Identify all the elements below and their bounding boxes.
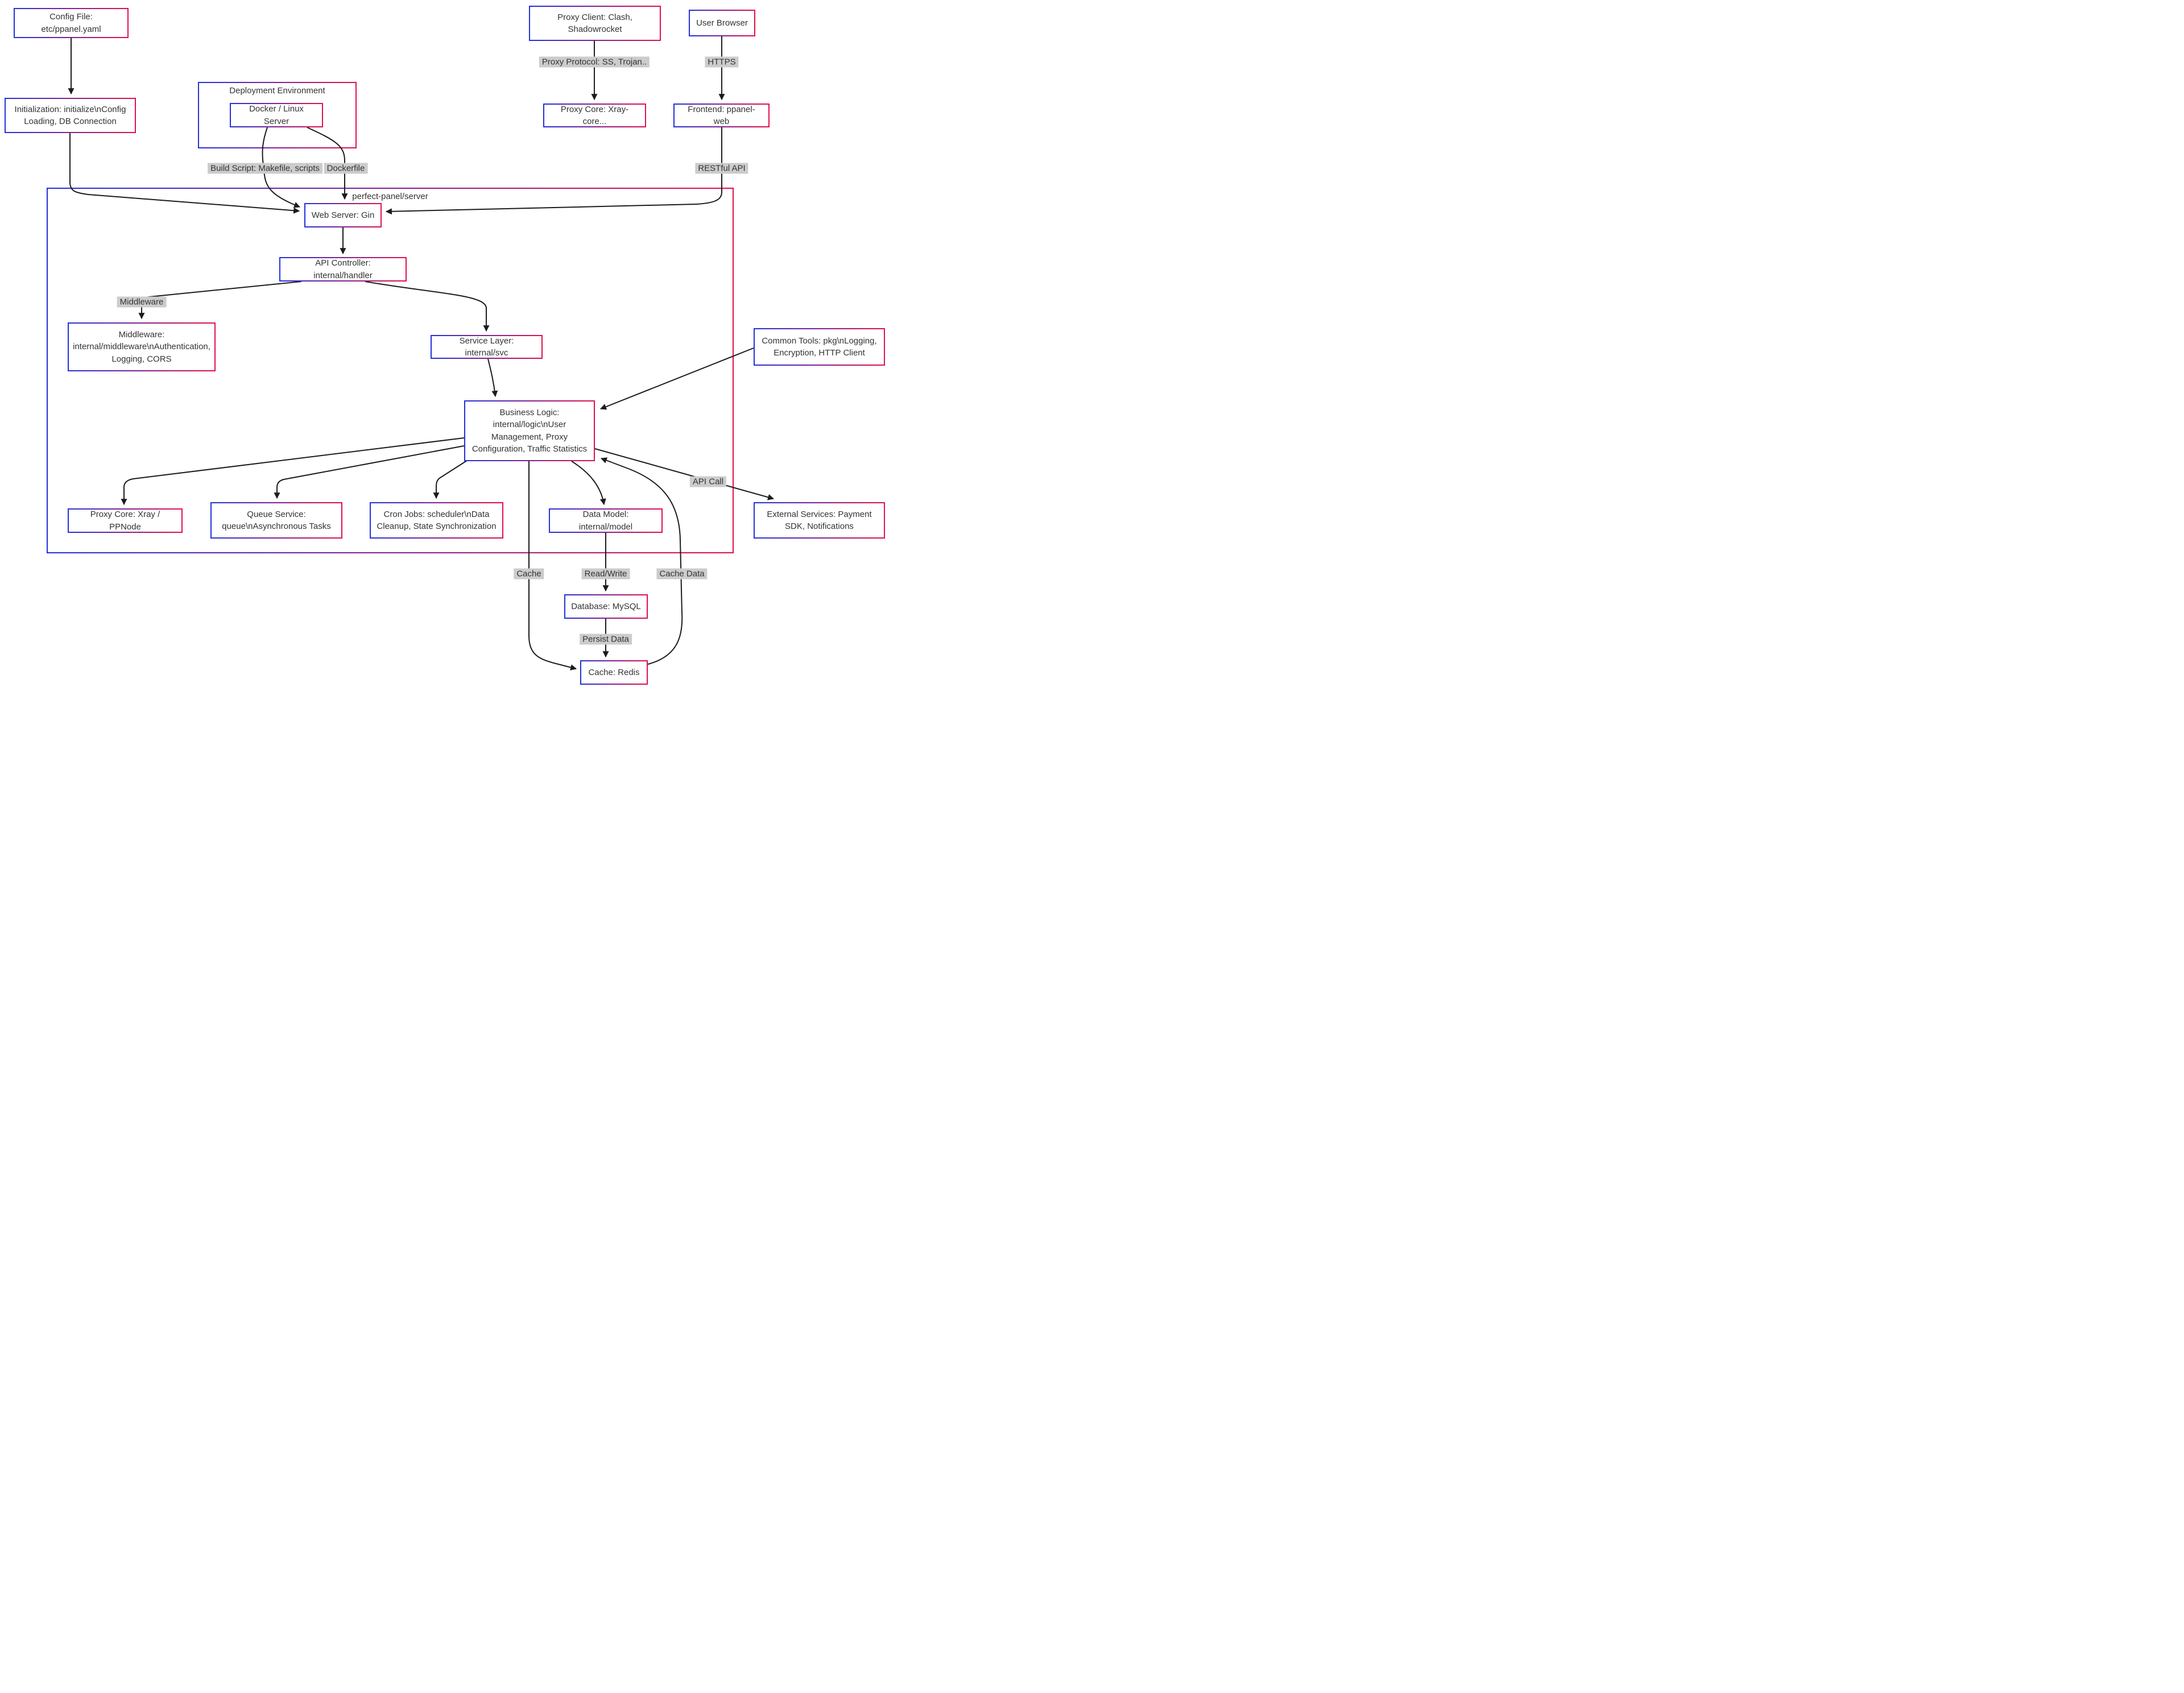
node-data-model-label: Data Model: internal/model bbox=[578, 510, 633, 532]
node-cache-redis-label: Cache: Redis bbox=[588, 667, 640, 677]
node-docker-linux-server: Docker / Linux Server bbox=[230, 103, 323, 127]
edge-docker-buildscript-to-webserver bbox=[262, 127, 301, 208]
edge-label-https: HTTPS bbox=[705, 56, 739, 68]
node-initialization: Initialization: initialize\nConfig Loadi… bbox=[5, 98, 136, 133]
node-docker-linux-server-label: Docker / Linux Server bbox=[249, 104, 304, 126]
node-proxy-core-xray: Proxy Core: Xray-core... bbox=[543, 104, 646, 127]
node-common-tools: Common Tools: pkg\nLogging, Encryption, … bbox=[754, 328, 885, 366]
node-service-layer: Service Layer: internal/svc bbox=[431, 335, 543, 359]
container-deployment-environment: Deployment Environment bbox=[198, 82, 357, 148]
node-proxy-core-xray-label: Proxy Core: Xray-core... bbox=[560, 104, 629, 126]
node-middleware: Middleware: internal/middleware\nAuthent… bbox=[68, 322, 216, 371]
edge-label-persist-data: Persist Data bbox=[580, 634, 632, 645]
node-middleware-label: Middleware: internal/middleware\nAuthent… bbox=[73, 330, 210, 364]
edge-businesslogic-to-queueservice bbox=[274, 445, 465, 499]
edge-businesslogic-to-cronjobs bbox=[433, 459, 469, 499]
edge-label-read-write: Read/Write bbox=[581, 568, 630, 579]
edge-businesslogic-to-proxycorenode bbox=[121, 437, 465, 506]
node-queue-service: Queue Service: queue\nAsynchronous Tasks bbox=[210, 502, 342, 539]
node-database-mysql-label: Database: MySQL bbox=[571, 601, 641, 611]
edge-apicontroller-to-servicelayer bbox=[365, 281, 490, 332]
architecture-diagram: Deployment Environment perfect-panel/ser… bbox=[0, 0, 892, 692]
edge-businesslogic-to-datamodel bbox=[571, 461, 606, 506]
node-cache-redis: Cache: Redis bbox=[580, 660, 648, 685]
node-config-file-label: Config File: etc/ppanel.yaml bbox=[41, 12, 101, 34]
edge-label-restful-api: RESTful API bbox=[695, 163, 748, 174]
node-frontend: Frontend: ppanel-web bbox=[673, 104, 770, 127]
edge-label-proxy-protocol: Proxy Protocol: SS, Trojan.. bbox=[539, 56, 650, 68]
node-proxy-core-ppnode-label: Proxy Core: Xray / PPNode bbox=[90, 510, 160, 532]
edge-label-dockerfile: Dockerfile bbox=[324, 163, 368, 174]
edge-label-cache-data: Cache Data bbox=[656, 568, 708, 579]
edge-label-build-script: Build Script: Makefile, scripts bbox=[208, 163, 322, 174]
edge-label-middleware: Middleware bbox=[117, 296, 167, 308]
node-api-controller: API Controller: internal/handler bbox=[279, 257, 407, 282]
edge-initialization-to-webserver bbox=[69, 133, 300, 214]
node-queue-service-label: Queue Service: queue\nAsynchronous Tasks bbox=[222, 509, 331, 531]
node-api-controller-label: API Controller: internal/handler bbox=[313, 258, 373, 280]
node-web-server-gin-label: Web Server: Gin bbox=[311, 210, 375, 220]
edge-label-cache: Cache bbox=[514, 568, 544, 579]
edge-businesslogic-to-externalservices bbox=[594, 448, 775, 500]
node-data-model: Data Model: internal/model bbox=[549, 508, 663, 533]
node-external-services: External Services: Payment SDK, Notifica… bbox=[754, 502, 885, 539]
node-proxy-core-ppnode: Proxy Core: Xray / PPNode bbox=[68, 508, 183, 533]
node-user-browser: User Browser bbox=[689, 10, 755, 36]
node-config-file: Config File: etc/ppanel.yaml bbox=[14, 8, 129, 38]
edge-label-api-call: API Call bbox=[689, 476, 727, 487]
node-initialization-label: Initialization: initialize\nConfig Loadi… bbox=[14, 104, 126, 126]
edge-businesslogic-to-redis-cache bbox=[528, 461, 577, 670]
node-user-browser-label: User Browser bbox=[696, 18, 748, 28]
node-cron-jobs: Cron Jobs: scheduler\nData Cleanup, Stat… bbox=[370, 502, 503, 539]
node-web-server-gin: Web Server: Gin bbox=[304, 203, 382, 227]
node-frontend-label: Frontend: ppanel-web bbox=[688, 104, 755, 126]
node-cron-jobs-label: Cron Jobs: scheduler\nData Cleanup, Stat… bbox=[377, 509, 497, 531]
edge-redis-to-businesslogic-cachedata bbox=[600, 457, 683, 665]
edge-frontend-to-webserver bbox=[385, 127, 722, 215]
diagram-edges bbox=[68, 36, 775, 670]
edge-commontools-to-businesslogic bbox=[599, 347, 754, 410]
node-service-layer-label: Service Layer: internal/svc bbox=[459, 336, 514, 358]
node-external-services-label: External Services: Payment SDK, Notifica… bbox=[767, 509, 872, 531]
node-business-logic: Business Logic: internal/logic\nUser Man… bbox=[464, 400, 595, 461]
node-database-mysql: Database: MySQL bbox=[564, 594, 648, 619]
node-common-tools-label: Common Tools: pkg\nLogging, Encryption, … bbox=[762, 336, 877, 358]
node-proxy-client: Proxy Client: Clash, Shadowrocket bbox=[529, 6, 661, 41]
edge-docker-dockerfile-to-webserver bbox=[307, 127, 348, 200]
container-deployment-environment-label: Deployment Environment bbox=[229, 86, 325, 96]
container-perfect-panel-server-label: perfect-panel/server bbox=[352, 192, 428, 201]
edge-servicelayer-to-businesslogic bbox=[487, 358, 498, 398]
node-business-logic-label: Business Logic: internal/logic\nUser Man… bbox=[471, 407, 588, 454]
node-proxy-client-label: Proxy Client: Clash, Shadowrocket bbox=[557, 12, 632, 34]
